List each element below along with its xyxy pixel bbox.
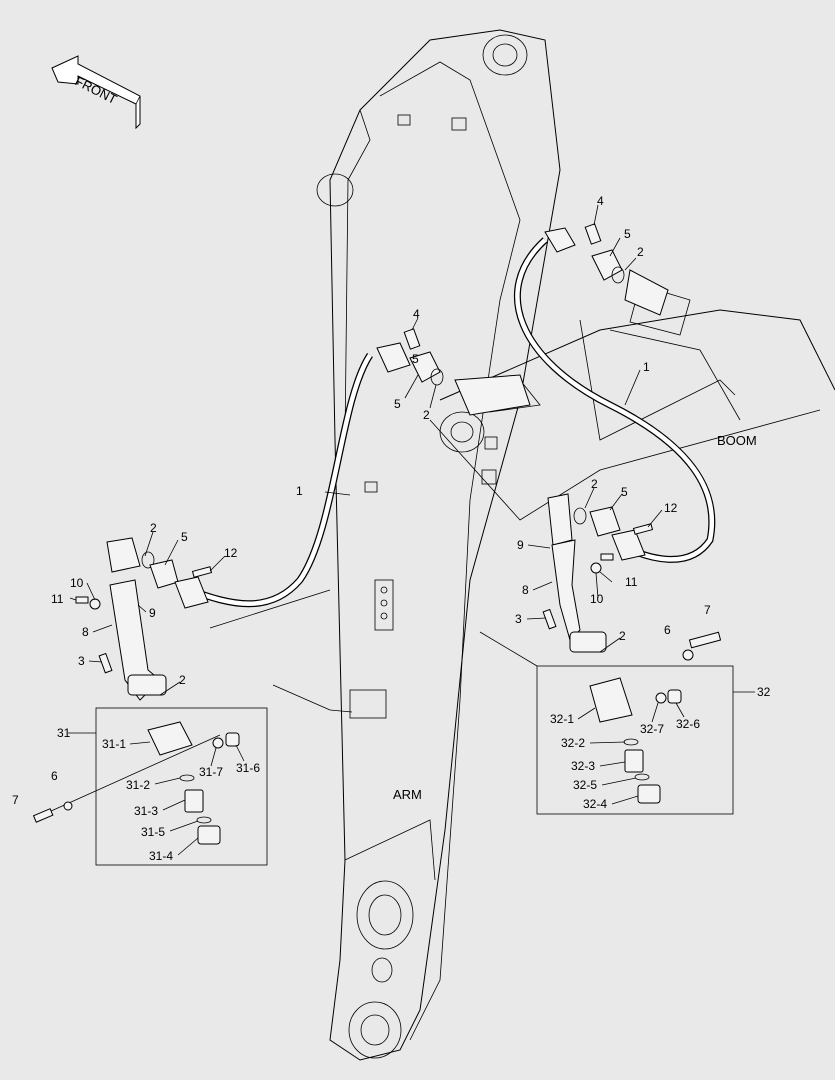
label-32-5: 32-5	[573, 778, 597, 792]
callout-bolt4-mid: 4	[413, 307, 420, 321]
fitting-parts	[75, 223, 669, 701]
callout-washer6-right: 6	[664, 623, 671, 637]
assembly-32-box	[536, 631, 734, 815]
callout-assy32: 32	[757, 685, 771, 699]
callout-hose-left: 1	[296, 484, 303, 498]
hydraulic-hoses	[188, 237, 716, 608]
label-31-6: 31-6	[236, 761, 260, 775]
callout-pipe8-left: 8	[82, 625, 89, 639]
label-31-1: 31-1	[102, 737, 126, 751]
label-31-5: 31-5	[141, 825, 165, 839]
callout-oring-f: 2	[619, 629, 626, 643]
callout-oring-d: 2	[179, 673, 186, 687]
label-32-3: 32-3	[571, 759, 595, 773]
label-32-6: 32-6	[676, 717, 700, 731]
callout-flange5-left: 5	[181, 530, 188, 544]
callout-bolt3-left: 3	[78, 654, 85, 668]
callout-washer6-left: 6	[51, 769, 58, 783]
callout-oring-e: 2	[591, 477, 598, 491]
callout-oring-a: 2	[637, 245, 644, 259]
callout-bolt11-left: 11	[51, 592, 64, 606]
callout-clamp9-left: 9	[149, 606, 156, 620]
callout-bolt7-left: 7	[12, 793, 19, 807]
callout-bolt3-right: 3	[515, 612, 522, 626]
label-31-7: 31-7	[199, 765, 223, 779]
assembly-leaders	[129, 702, 685, 856]
callout-hose-upper: 1	[643, 360, 650, 374]
label-32-1: 32-1	[550, 712, 574, 726]
callout-bolt7-right: 7	[704, 603, 711, 617]
callout-bolt12-right: 12	[664, 501, 678, 515]
callout-oring-c: 2	[150, 521, 157, 535]
callout-flange5-right: 5	[621, 485, 628, 499]
arm-structure	[316, 29, 561, 1061]
callout-assy31: 31	[57, 726, 71, 740]
label-31-4: 31-4	[149, 849, 173, 863]
callout-oring-b: 2	[423, 408, 430, 422]
label-31-3: 31-3	[134, 804, 158, 818]
front-direction-arrow: FRONT	[51, 55, 141, 130]
arm-label: ARM	[393, 787, 422, 802]
callout-flange5-mid-b: 5	[394, 397, 401, 411]
callout-pipe8-right: 8	[522, 583, 529, 597]
callout-bolt11-right: 11	[625, 575, 638, 589]
callout-bolt12-left: 12	[224, 546, 238, 560]
boom-label: BOOM	[717, 433, 757, 448]
leader-lines	[68, 204, 755, 734]
callout-flange5-mid-a: 5	[412, 352, 419, 366]
callout-washer10-right: 10	[590, 592, 604, 606]
callout-bolt4-upper: 4	[597, 194, 604, 208]
assembly-31-box	[32, 707, 268, 866]
label-31-2: 31-2	[126, 778, 150, 792]
label-32-4: 32-4	[583, 797, 607, 811]
callout-flange5-upper: 5	[624, 227, 631, 241]
callout-clamp9-right: 9	[517, 538, 524, 552]
label-32-2: 32-2	[561, 736, 585, 750]
callout-washer10-left: 10	[70, 576, 84, 590]
label-32-7: 32-7	[640, 722, 664, 736]
callout-labels: BOOM ARM 1 1 4 5 2 4 5 5 2 2 5 12 10 11 …	[12, 194, 771, 863]
